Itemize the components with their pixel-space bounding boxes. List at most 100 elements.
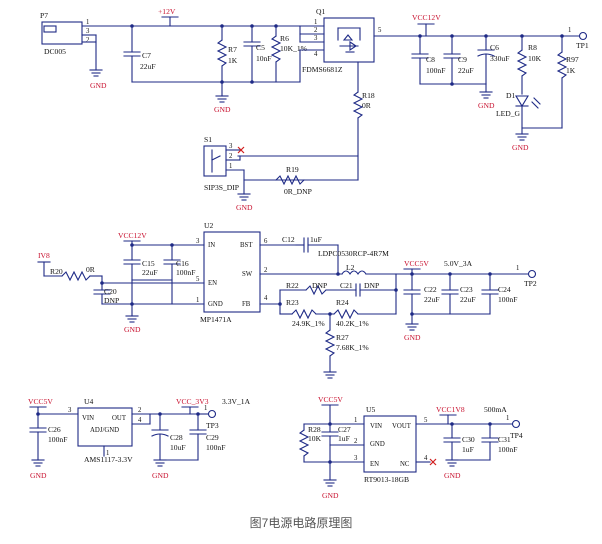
svg-text:100nF: 100nF (426, 66, 445, 75)
svg-text:VCC12V: VCC12V (118, 231, 147, 240)
svg-text:U4: U4 (84, 397, 93, 406)
svg-text:10K: 10K (528, 54, 542, 63)
svg-text:1uF: 1uF (338, 434, 350, 443)
svg-text:R24: R24 (336, 298, 349, 307)
svg-text:100nF: 100nF (176, 268, 195, 277)
svg-text:FDMS6681Z: FDMS6681Z (302, 65, 343, 74)
svg-text:C9: C9 (458, 55, 467, 64)
svg-text:10nF: 10nF (256, 54, 272, 63)
svg-text:22uF: 22uF (140, 62, 156, 71)
svg-text:C29: C29 (206, 433, 219, 442)
svg-text:1: 1 (568, 27, 571, 34)
svg-text:10uF: 10uF (170, 443, 186, 452)
svg-text:1uF: 1uF (310, 235, 322, 244)
svg-text:C12: C12 (282, 235, 295, 244)
svg-text:2: 2 (229, 153, 233, 160)
u4-ams1117 (77, 407, 133, 447)
svg-text:BST: BST (240, 242, 253, 249)
s1-switch (203, 145, 227, 177)
svg-text:FB: FB (242, 301, 251, 308)
tp4-testpoint (511, 419, 521, 429)
svg-text:R22: R22 (286, 281, 299, 290)
svg-text:C16: C16 (176, 259, 189, 268)
svg-text:100nF: 100nF (498, 445, 517, 454)
svg-text:MP1471A: MP1471A (200, 315, 232, 324)
svg-text:OUT: OUT (112, 415, 127, 422)
svg-text:DNP: DNP (364, 281, 379, 290)
svg-text:U5: U5 (366, 405, 375, 414)
svg-text:C26: C26 (48, 425, 61, 434)
svg-text:1: 1 (106, 450, 109, 457)
dc005-label: DC005 (44, 47, 66, 56)
svg-text:3: 3 (196, 238, 200, 245)
svg-text:2: 2 (138, 407, 142, 414)
svg-text:2: 2 (86, 37, 90, 44)
svg-text:Q1: Q1 (316, 7, 325, 16)
svg-text:3: 3 (314, 35, 318, 42)
svg-text:330uF: 330uF (490, 54, 509, 63)
r6-resistor (270, 35, 282, 63)
svg-text:0R_DNP: 0R_DNP (284, 187, 312, 196)
svg-text:C21: C21 (340, 281, 353, 290)
svg-text:R18: R18 (362, 91, 375, 100)
svg-text:C28: C28 (170, 433, 183, 442)
svg-text:VOUT: VOUT (392, 423, 412, 430)
svg-text:VIN: VIN (370, 423, 382, 430)
svg-text:1: 1 (229, 163, 232, 170)
svg-text:IV8: IV8 (38, 251, 50, 260)
svg-text:500mA: 500mA (484, 405, 507, 414)
svg-text:DNP: DNP (312, 281, 327, 290)
svg-text:R23: R23 (286, 298, 299, 307)
svg-text:3: 3 (354, 455, 358, 462)
buck-section: U2 MP1471A IN EN GND BST SW FB VCC12V 3 … (37, 221, 537, 379)
svg-text:R28: R28 (308, 425, 321, 434)
svg-text:2: 2 (314, 27, 318, 34)
svg-text:AMS1117-3.3V: AMS1117-3.3V (84, 455, 133, 464)
svg-text:GND: GND (322, 491, 339, 500)
svg-text:LDPC0530RCP-4R7M: LDPC0530RCP-4R7M (318, 249, 389, 258)
svg-text:IN: IN (208, 242, 215, 249)
c7-label: C7 (142, 51, 151, 60)
svg-text:GND: GND (208, 301, 223, 308)
svg-text:VCC_3V3: VCC_3V3 (176, 397, 209, 406)
ldo-1v8-section: U5 RT9013-18GB VIN VOUT GND EN NC VCC5V … (298, 395, 523, 500)
svg-text:1K: 1K (566, 66, 576, 75)
svg-text:EN: EN (370, 461, 379, 468)
svg-text:S1: S1 (204, 135, 212, 144)
svg-text:1: 1 (86, 19, 89, 26)
svg-text:3: 3 (86, 28, 90, 35)
svg-text:GND: GND (444, 471, 461, 480)
svg-text:R6: R6 (280, 34, 289, 43)
svg-text:VCC5V: VCC5V (404, 259, 429, 268)
svg-text:DNP: DNP (104, 296, 119, 305)
svg-text:TP2: TP2 (524, 279, 537, 288)
svg-text:0R: 0R (86, 265, 96, 274)
svg-text:4: 4 (138, 417, 142, 424)
u5-rt9013 (363, 415, 417, 473)
svg-text:1: 1 (196, 297, 199, 304)
svg-text:TP3: TP3 (206, 421, 219, 430)
svg-text:5: 5 (196, 276, 200, 283)
svg-text:GND: GND (30, 471, 47, 480)
led-d1 (515, 95, 529, 108)
p7-label: P7 (40, 11, 48, 20)
svg-text:1: 1 (516, 265, 519, 272)
svg-text:2: 2 (354, 438, 358, 445)
figure-caption: 图7电源电路原理图 (250, 515, 353, 530)
svg-text:RT9013-18GB: RT9013-18GB (364, 475, 409, 484)
svg-text:22uF: 22uF (424, 295, 440, 304)
tp3-testpoint (207, 409, 217, 419)
svg-text:7.68K_1%: 7.68K_1% (336, 343, 369, 352)
l2-inductor (341, 270, 367, 275)
svg-text:GND: GND (478, 101, 495, 110)
svg-text:C6: C6 (490, 43, 499, 52)
svg-text:100nF: 100nF (206, 443, 225, 452)
svg-text:C8: C8 (426, 55, 435, 64)
svg-text:C31: C31 (498, 435, 511, 444)
svg-text:3: 3 (229, 143, 233, 150)
svg-text:100nF: 100nF (498, 295, 517, 304)
svg-text:SW: SW (242, 271, 253, 278)
svg-text:GND: GND (152, 471, 169, 480)
svg-text:40.2K_1%: 40.2K_1% (336, 319, 369, 328)
